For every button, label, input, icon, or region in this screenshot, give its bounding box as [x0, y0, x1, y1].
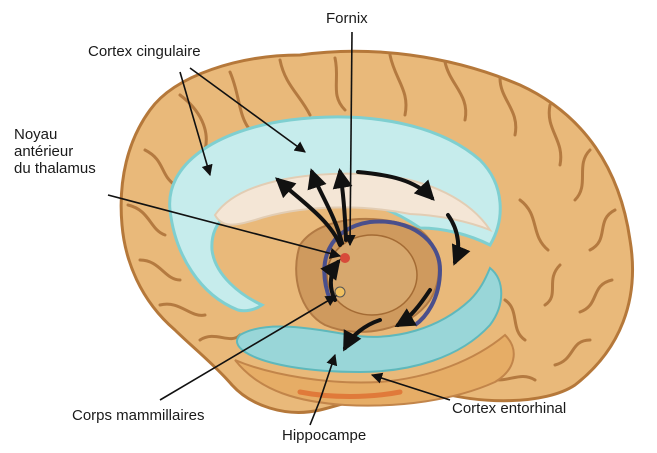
label-anterior-thalamic-nucleus-line-3: du thalamus: [14, 160, 134, 177]
mammillary-body-marker: [335, 287, 345, 297]
label-anterior-thalamic-nucleus-line-2: antérieur: [14, 143, 134, 160]
anterior-thalamic-nucleus-marker: [340, 253, 350, 263]
label-fornix: Fornix: [326, 10, 368, 27]
label-anterior-thalamic-nucleus-line-1: Noyau: [14, 126, 134, 143]
label-cingulate-cortex: Cortex cingulaire: [88, 43, 201, 60]
label-mammillary-bodies: Corps mammillaires: [72, 407, 205, 424]
thalamus-shape: [327, 235, 417, 315]
label-hippocampus: Hippocampe: [282, 427, 366, 444]
label-entorhinal-cortex: Cortex entorhinal: [452, 400, 566, 417]
label-anterior-thalamic-nucleus: Noyau antérieur du thalamus: [14, 126, 134, 177]
